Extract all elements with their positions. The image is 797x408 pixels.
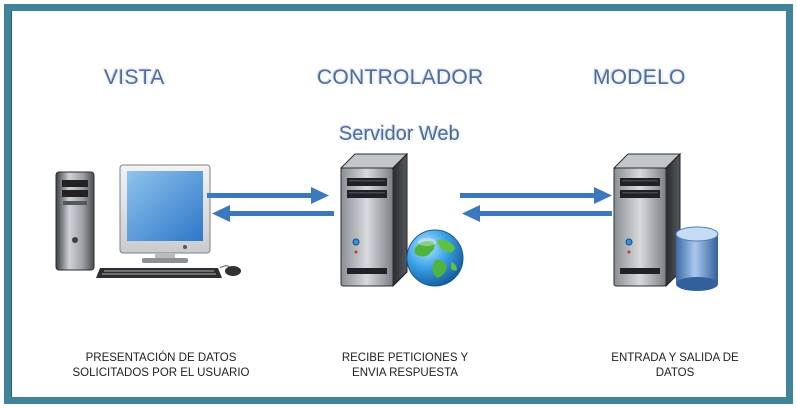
caption-modelo: ENTRADA Y SALIDA DE DATOS: [590, 351, 760, 381]
query-arrow-icon: [460, 187, 612, 204]
caption-vista-line1: PRESENTACIÓN DE DATOS: [85, 352, 237, 364]
globe-icon: [406, 229, 464, 287]
heading-vista: VISTA: [104, 66, 165, 89]
caption-modelo-line2: DATOS: [655, 367, 695, 379]
caption-vista-line2: SOLICITADOS POR EL USUARIO: [72, 367, 250, 379]
request-arrow-icon: [207, 187, 329, 204]
data-return-arrow-icon: [462, 205, 612, 222]
caption-vista: PRESENTACIÓN DE DATOS SOLICITADOS POR EL…: [66, 351, 256, 381]
response-arrow-icon: [212, 205, 334, 222]
caption-controlador-line2: ENVIA RESPUESTA: [352, 367, 458, 379]
server-icon: [339, 152, 409, 288]
caption-controlador: RECIBE PETICIONES Y ENVIA RESPUESTA: [320, 351, 490, 381]
frame-inner-line: [11, 11, 786, 397]
heading-modelo: MODELO: [593, 66, 686, 89]
database-icon: [675, 226, 719, 291]
caption-modelo-line1: ENTRADA Y SALIDA DE: [611, 352, 739, 364]
caption-controlador-line1: RECIBE PETICIONES Y: [341, 352, 469, 364]
heading-controlador: CONTROLADOR: [317, 66, 484, 89]
server-title: Servidor Web: [339, 123, 460, 145]
desktop-computer-icon: [55, 164, 241, 278]
